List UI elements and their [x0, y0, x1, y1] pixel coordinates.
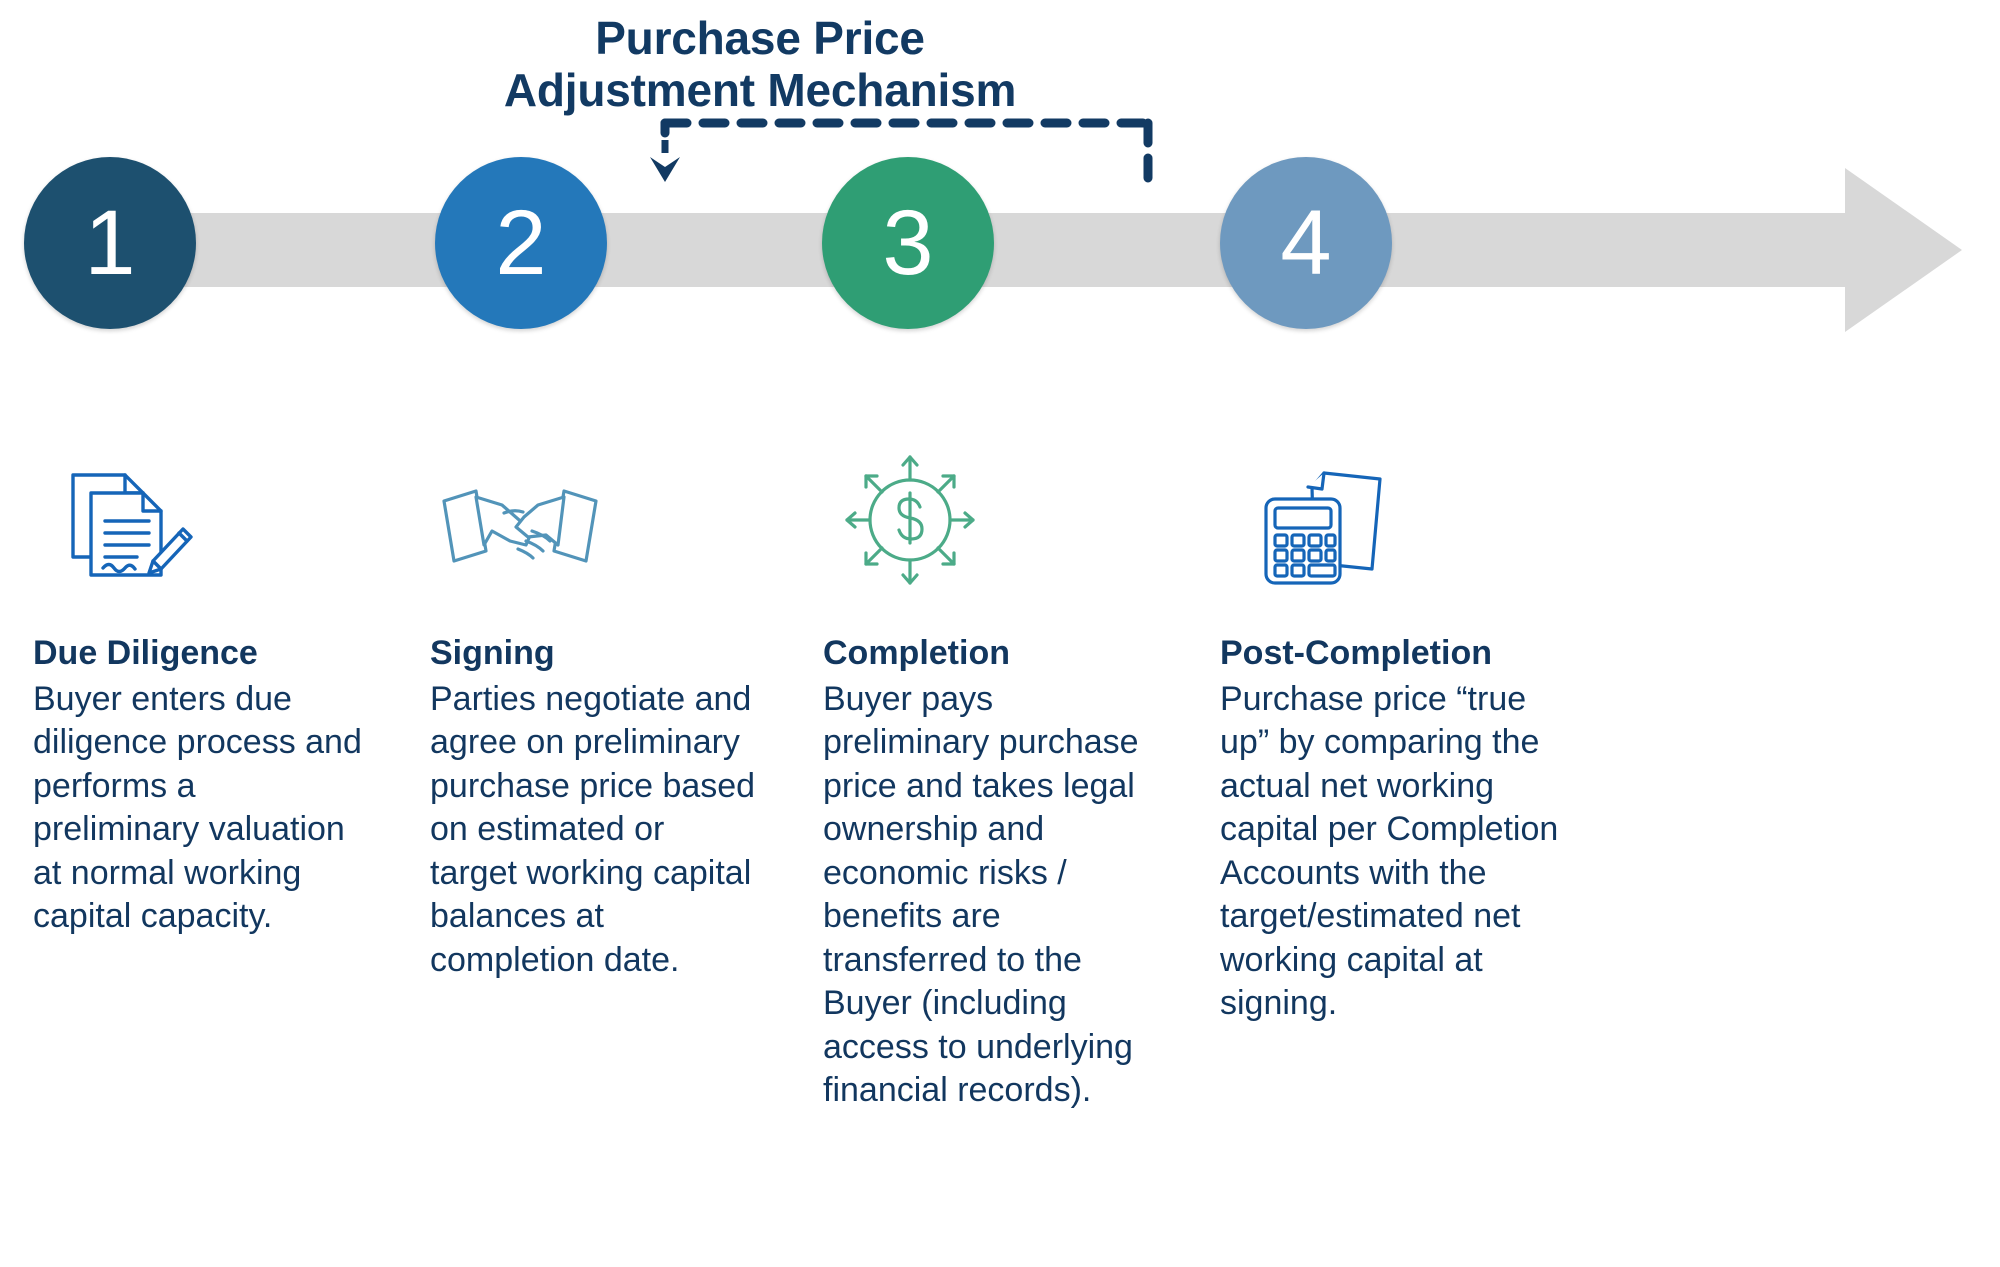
step-heading-3: Completion — [823, 634, 1010, 672]
calculator-with-document-icon — [1264, 471, 1382, 585]
step-circle-3[interactable]: 3 — [822, 157, 994, 329]
step-number-2: 2 — [495, 192, 547, 294]
timeline-arrow — [90, 168, 1962, 332]
handshake-icon — [442, 489, 598, 563]
step-circle-2[interactable]: 2 — [435, 157, 607, 329]
diagram-title: Purchase Price Adjustment Mechanism — [500, 12, 1020, 117]
step-text-3: Completion Buyer pays preliminary purcha… — [823, 632, 1163, 1113]
step-heading-4: Post-Completion — [1220, 634, 1492, 672]
dollar-circle-arrows-icon — [845, 455, 975, 585]
step-text-2: Signing Parties negotiate and agree on p… — [430, 632, 760, 982]
step-body-1: Buyer enters due diligence process and p… — [33, 679, 362, 936]
step-icon-2 — [440, 465, 600, 585]
step-text-4: Post-Completion Purchase price “true up”… — [1220, 632, 1570, 1026]
step-heading-1: Due Diligence — [33, 634, 258, 672]
step-icon-3 — [840, 455, 980, 585]
diagram-title-line-1: Purchase Price — [595, 12, 925, 64]
step-heading-2: Signing — [430, 634, 555, 672]
step-number-3: 3 — [882, 192, 934, 294]
step-body-3: Buyer pays preliminary purchase price an… — [823, 679, 1139, 1110]
step-circle-1[interactable]: 1 — [24, 157, 196, 329]
step-text-1: Due Diligence Buyer enters due diligence… — [33, 632, 363, 939]
step-number-1: 1 — [84, 192, 136, 294]
step-icon-1 — [55, 465, 195, 585]
step-circle-4[interactable]: 4 — [1220, 157, 1392, 329]
step-icon-4 — [1248, 465, 1398, 585]
step-body-2: Parties negotiate and agree on prelimina… — [430, 679, 756, 979]
timeline-arrow-shape — [90, 168, 1962, 332]
diagram-title-line-2: Adjustment Mechanism — [503, 64, 1017, 117]
documents-with-pen-icon — [71, 473, 193, 577]
step-body-4: Purchase price “true up” by comparing th… — [1220, 679, 1559, 1023]
step-number-4: 4 — [1280, 192, 1332, 294]
